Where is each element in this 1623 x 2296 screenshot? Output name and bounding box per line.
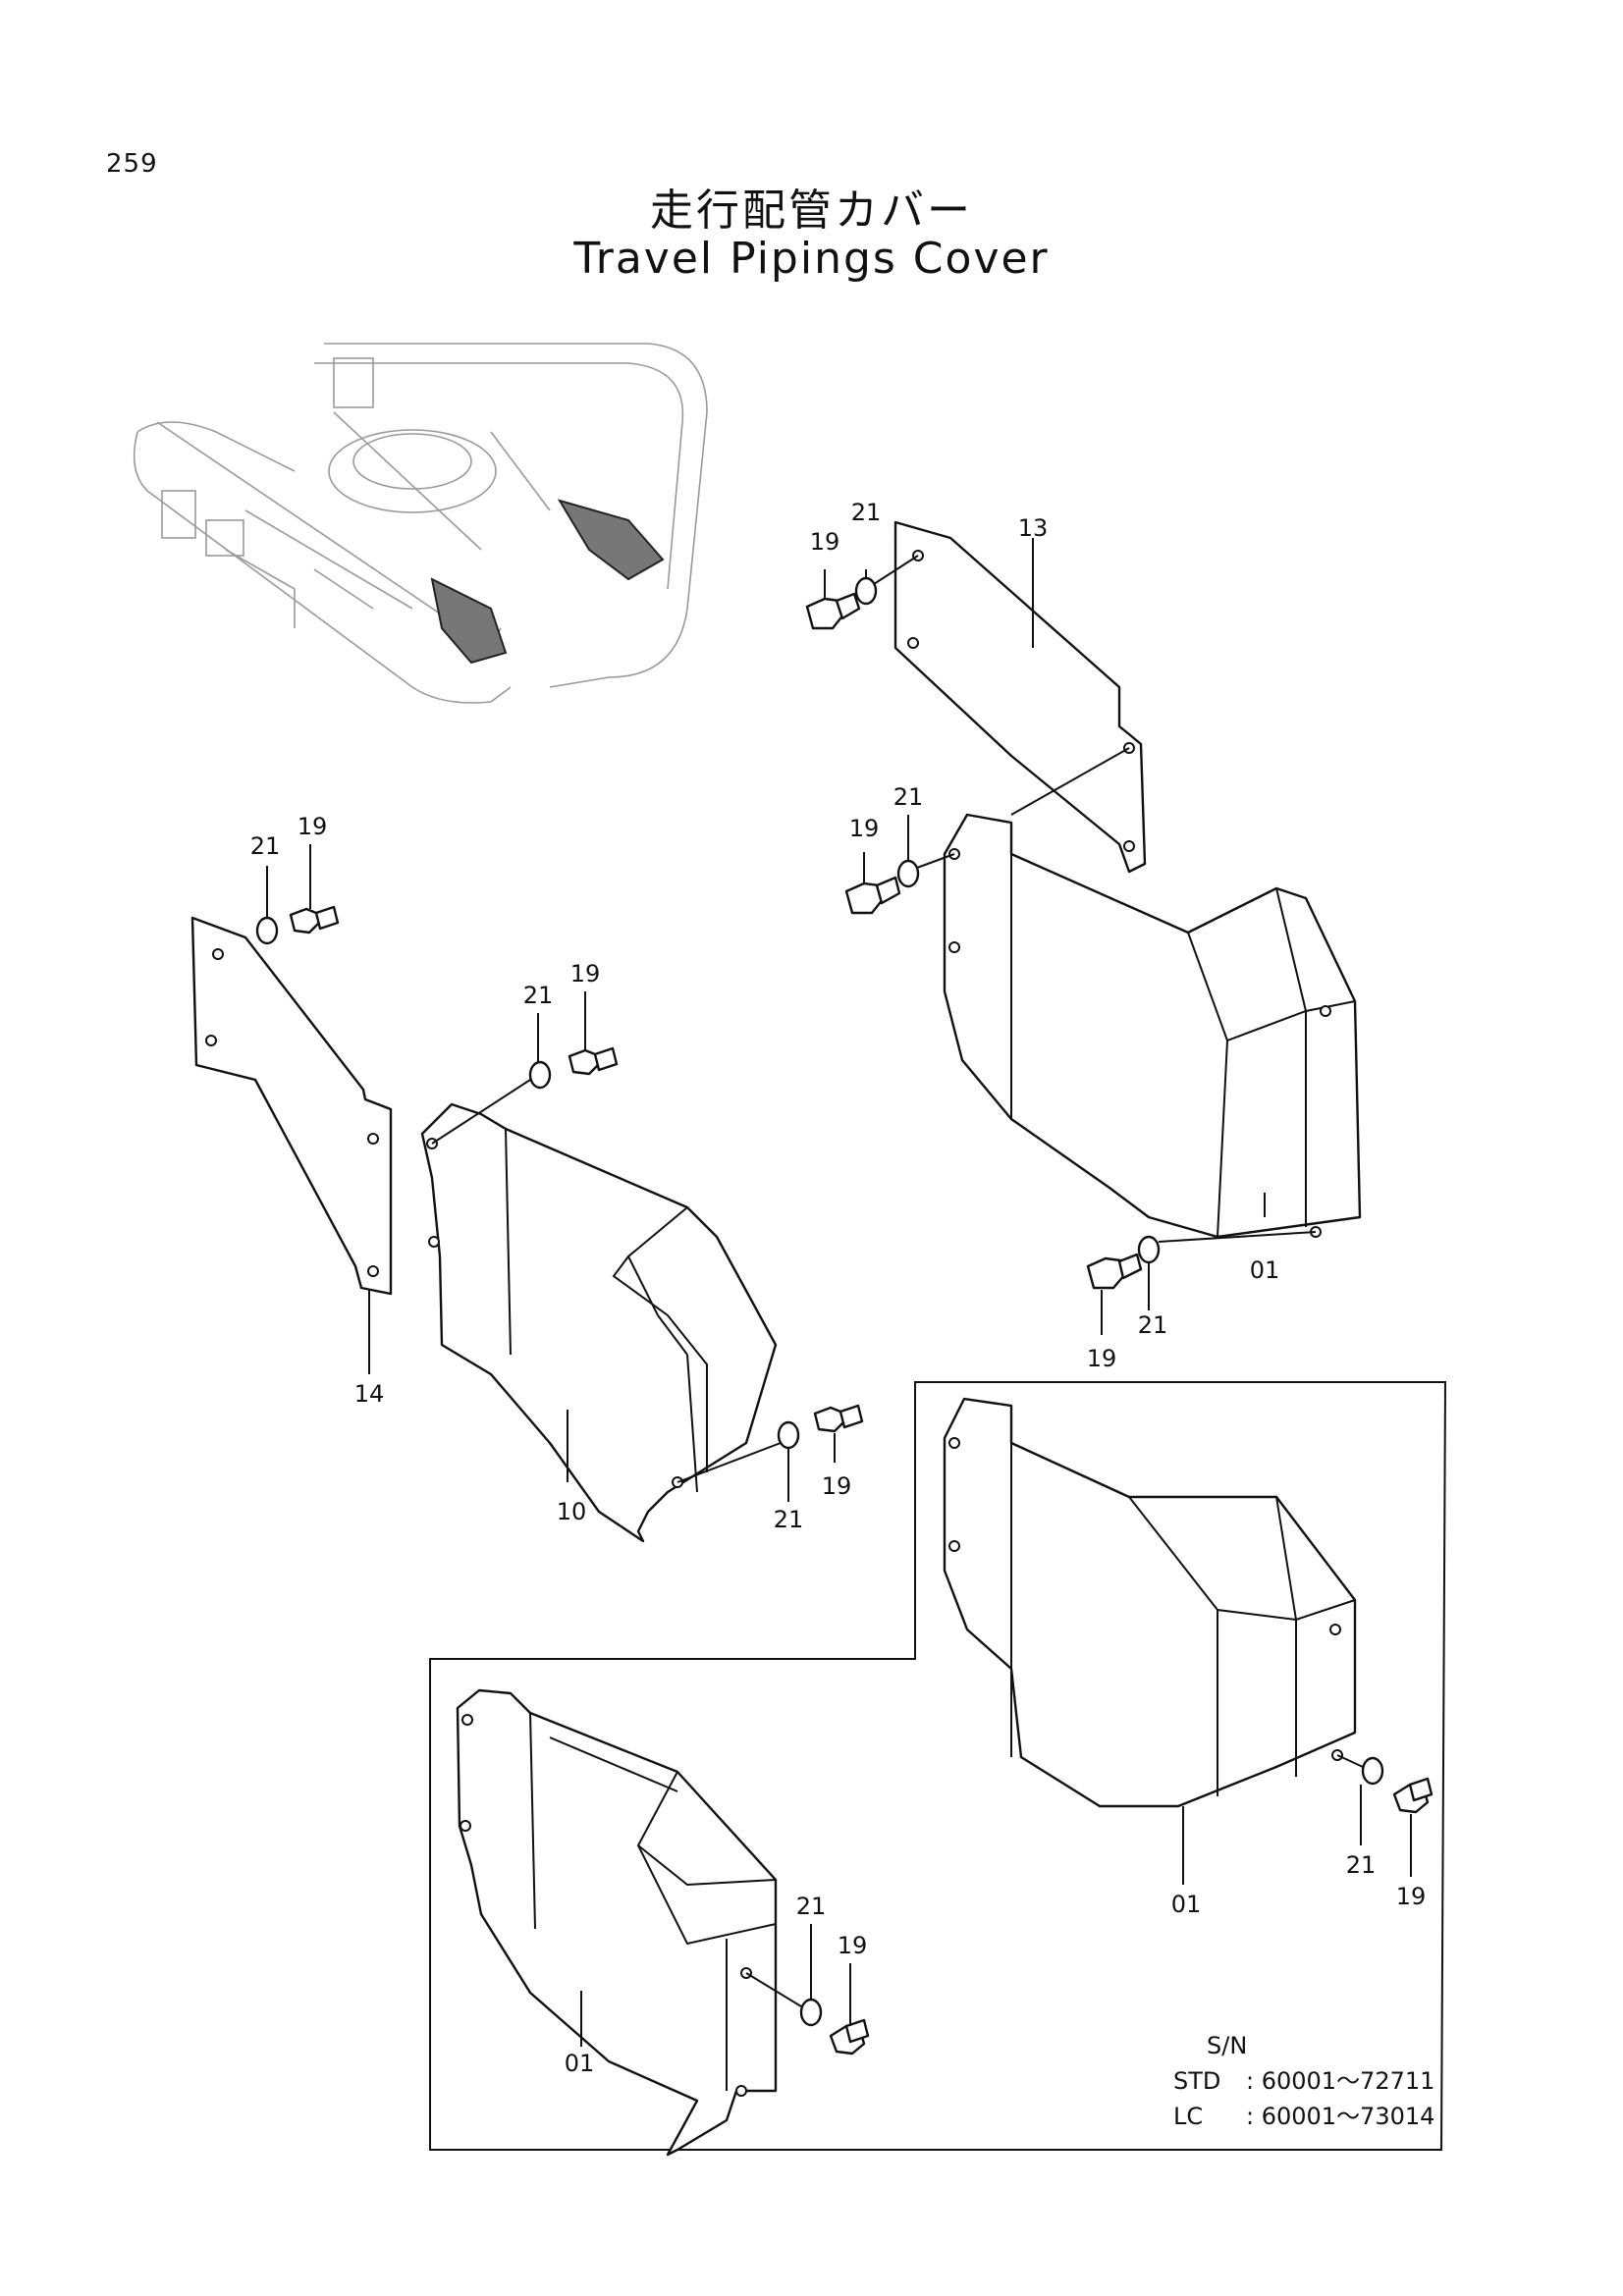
callout-21-left-lower: 21 bbox=[774, 1506, 804, 1533]
serial-lc-label: LC bbox=[1173, 2103, 1204, 2130]
serial-std-range: : 60001～72711 bbox=[1246, 2067, 1435, 2095]
part-01-cover-right-variant bbox=[943, 1397, 1357, 1808]
callout-19-left-lower: 19 bbox=[822, 1472, 852, 1500]
alternate-spec-frame bbox=[429, 1381, 1447, 2151]
callout-21-frame-right: 21 bbox=[1346, 1851, 1377, 1879]
callout-labels: 13 21 19 21 19 01 21 19 21 19 21 19 14 1… bbox=[250, 499, 1427, 2077]
callout-13: 13 bbox=[1018, 514, 1049, 542]
callout-21-left-top: 21 bbox=[250, 832, 281, 860]
serial-row-lc: LC : 60001～73014 bbox=[1173, 2099, 1434, 2134]
leader-lines bbox=[266, 538, 1412, 2047]
serial-row-std: STD : 60001～72711 bbox=[1173, 2063, 1434, 2099]
callout-19-upper-right-middle: 19 bbox=[849, 815, 880, 842]
serial-std-label: STD bbox=[1173, 2067, 1221, 2095]
hardware-washers-bolts bbox=[255, 555, 1434, 2056]
callout-19-left-middle: 19 bbox=[570, 960, 601, 988]
undercarriage-overview bbox=[133, 343, 708, 704]
page-number: 259 bbox=[106, 149, 158, 179]
callout-21-upper-right-lower: 21 bbox=[1138, 1311, 1168, 1339]
title-japanese: 走行配管カバー bbox=[650, 186, 973, 236]
title-english: Travel Pipings Cover bbox=[573, 234, 1050, 284]
callout-19-upper-right-top: 19 bbox=[810, 528, 840, 556]
part-14-plate bbox=[190, 916, 393, 1296]
callout-19-left-top: 19 bbox=[298, 813, 328, 840]
callout-19-frame-left: 19 bbox=[838, 1932, 868, 1959]
callout-01-upper-right: 01 bbox=[1250, 1256, 1280, 1284]
part-13-plate bbox=[893, 520, 1147, 874]
callout-10: 10 bbox=[557, 1498, 587, 1525]
serial-number-heading: S/N bbox=[1207, 2032, 1248, 2059]
part-01-cover-upper bbox=[943, 813, 1362, 1239]
callout-14: 14 bbox=[354, 1380, 385, 1408]
callout-21-upper-right-top: 21 bbox=[851, 499, 882, 526]
callout-21-left-middle: 21 bbox=[523, 982, 554, 1009]
part-10-cover bbox=[420, 1102, 778, 1543]
callout-21-upper-right-middle: 21 bbox=[893, 783, 924, 811]
callout-19-frame-right: 19 bbox=[1396, 1883, 1427, 1910]
part-01-cover-left-variant bbox=[456, 1688, 778, 2157]
callout-19-upper-right-lower: 19 bbox=[1087, 1345, 1117, 1372]
serial-number-block: S/N STD : 60001～72711 LC : 60001～73014 bbox=[1173, 2028, 1434, 2134]
callout-01-frame-left: 01 bbox=[565, 2050, 595, 2077]
callout-01-frame-right: 01 bbox=[1171, 1891, 1202, 1918]
serial-lc-range: : 60001～73014 bbox=[1246, 2103, 1435, 2130]
callout-21-frame-left: 21 bbox=[796, 1893, 827, 1920]
